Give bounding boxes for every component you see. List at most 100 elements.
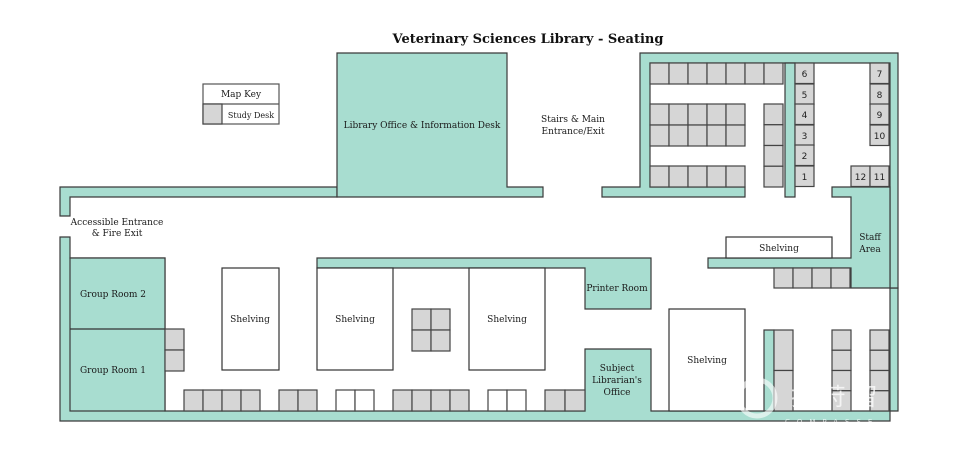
label-library-office: Library Office & Information Desk <box>344 121 501 131</box>
study-desk <box>430 329 451 352</box>
watermark-text: COMPASSE <box>785 418 879 426</box>
study-desk <box>687 62 708 85</box>
map-key-desk-swatch <box>202 103 223 125</box>
shelving-units: Shelving Shelving Shelving Shelving Shel… <box>221 236 833 412</box>
wall-north-left <box>59 186 338 217</box>
numbered-desk-label: 2 <box>802 152 808 162</box>
study-desk <box>830 267 851 289</box>
study-desk <box>202 389 223 412</box>
desk-unavailable <box>354 389 375 412</box>
study-desk <box>706 62 727 85</box>
walls <box>59 52 899 422</box>
desk-unavailable <box>487 389 508 412</box>
label-stairs-2: Entrance/Exit <box>542 127 605 137</box>
room-labels: Library Office & Information Desk Stairs… <box>70 115 882 398</box>
study-desk <box>725 124 746 147</box>
study-desk <box>164 328 185 351</box>
study-desk <box>869 390 890 412</box>
study-desk <box>763 144 784 167</box>
study-desk <box>811 267 832 289</box>
desk-unavailable <box>506 389 527 412</box>
numbered-desk-label: 5 <box>802 91 808 101</box>
shelving-5-label: Shelving <box>759 244 799 254</box>
numbered-desk-label: 11 <box>874 173 885 183</box>
shelving-4 <box>668 308 746 412</box>
study-desk <box>869 329 890 351</box>
shelving-4-label: Shelving <box>687 356 727 366</box>
study-desk <box>240 389 261 412</box>
label-staff-2: Area <box>858 245 881 255</box>
study-desk <box>763 165 784 188</box>
study-desk <box>649 124 670 147</box>
label-accessible-1: Accessible Entrance <box>70 218 164 228</box>
study-desk <box>411 389 432 412</box>
study-desk <box>763 62 784 85</box>
study-desk <box>430 308 451 331</box>
numbered-desk-1 <box>794 165 815 188</box>
group-rooms <box>69 257 166 412</box>
shelving-2 <box>316 267 394 371</box>
label-subject-1: Subject <box>600 364 635 374</box>
shelving-1-label: Shelving <box>230 315 270 325</box>
study-desk <box>164 349 185 372</box>
study-desk <box>411 329 432 352</box>
label-group-room-1: Group Room 1 <box>80 366 146 376</box>
watermark: 扌 莳 留 COMPASSE <box>736 377 879 426</box>
staff-area <box>707 186 891 289</box>
map-title: Veterinary Sciences Library - Seating <box>392 32 664 47</box>
study-desk <box>744 62 765 85</box>
study-desk <box>773 329 794 372</box>
study-desk <box>725 62 746 85</box>
study-desk <box>649 165 670 188</box>
study-desk <box>278 389 299 412</box>
study-desk <box>564 389 586 412</box>
study-desk <box>763 103 784 126</box>
wall-divider <box>784 62 796 198</box>
study-desk <box>449 389 470 412</box>
map-key: Map Key Study Desk <box>202 83 280 125</box>
label-printer-room: Printer Room <box>586 284 648 294</box>
map-key-study-desk-label: Study Desk <box>228 111 274 120</box>
shelving-5 <box>725 236 833 259</box>
study-desk <box>687 165 708 188</box>
numbered-desk-10 <box>869 124 890 147</box>
shelving-2-label: Shelving <box>335 315 375 325</box>
numbered-desk-label: 10 <box>874 132 886 142</box>
label-group-room-2: Group Room 2 <box>80 290 146 300</box>
label-subject-2: Librarian's <box>592 376 642 386</box>
study-desk <box>392 389 413 412</box>
study-desk <box>773 267 794 289</box>
numbered-desk-label: 7 <box>877 70 883 80</box>
library-office <box>336 52 544 198</box>
study-desk <box>297 389 318 412</box>
shelving-3-label: Shelving <box>487 315 527 325</box>
label-subject-3: Office <box>603 388 630 398</box>
study-desk <box>725 165 746 188</box>
study-desk <box>668 103 689 126</box>
study-desks <box>164 62 890 412</box>
study-desk <box>706 103 727 126</box>
study-desk <box>831 390 852 412</box>
numbered-desk-label: 8 <box>877 91 883 101</box>
shelving-3 <box>468 267 546 371</box>
study-desk <box>706 124 727 147</box>
study-desk <box>668 124 689 147</box>
numbered-desk-label: 1 <box>802 173 808 183</box>
study-desk <box>221 389 242 412</box>
watermark-logo-icon <box>736 377 778 419</box>
numbered-desk-label: 4 <box>802 111 808 121</box>
study-desk <box>649 103 670 126</box>
numbered-desk-label: 12 <box>855 173 866 183</box>
map-key-heading: Map Key <box>221 90 262 100</box>
numbered-desk-label: 9 <box>877 111 883 121</box>
desk-unavailable <box>335 389 356 412</box>
study-desk <box>544 389 566 412</box>
study-desk <box>831 349 852 372</box>
study-desk <box>668 62 689 85</box>
numbered-desk-label: 6 <box>802 70 808 80</box>
study-desk <box>668 165 689 188</box>
numbered-desk-11 <box>869 165 890 188</box>
study-desk <box>763 124 784 147</box>
study-desk <box>706 165 727 188</box>
study-desk <box>687 103 708 126</box>
